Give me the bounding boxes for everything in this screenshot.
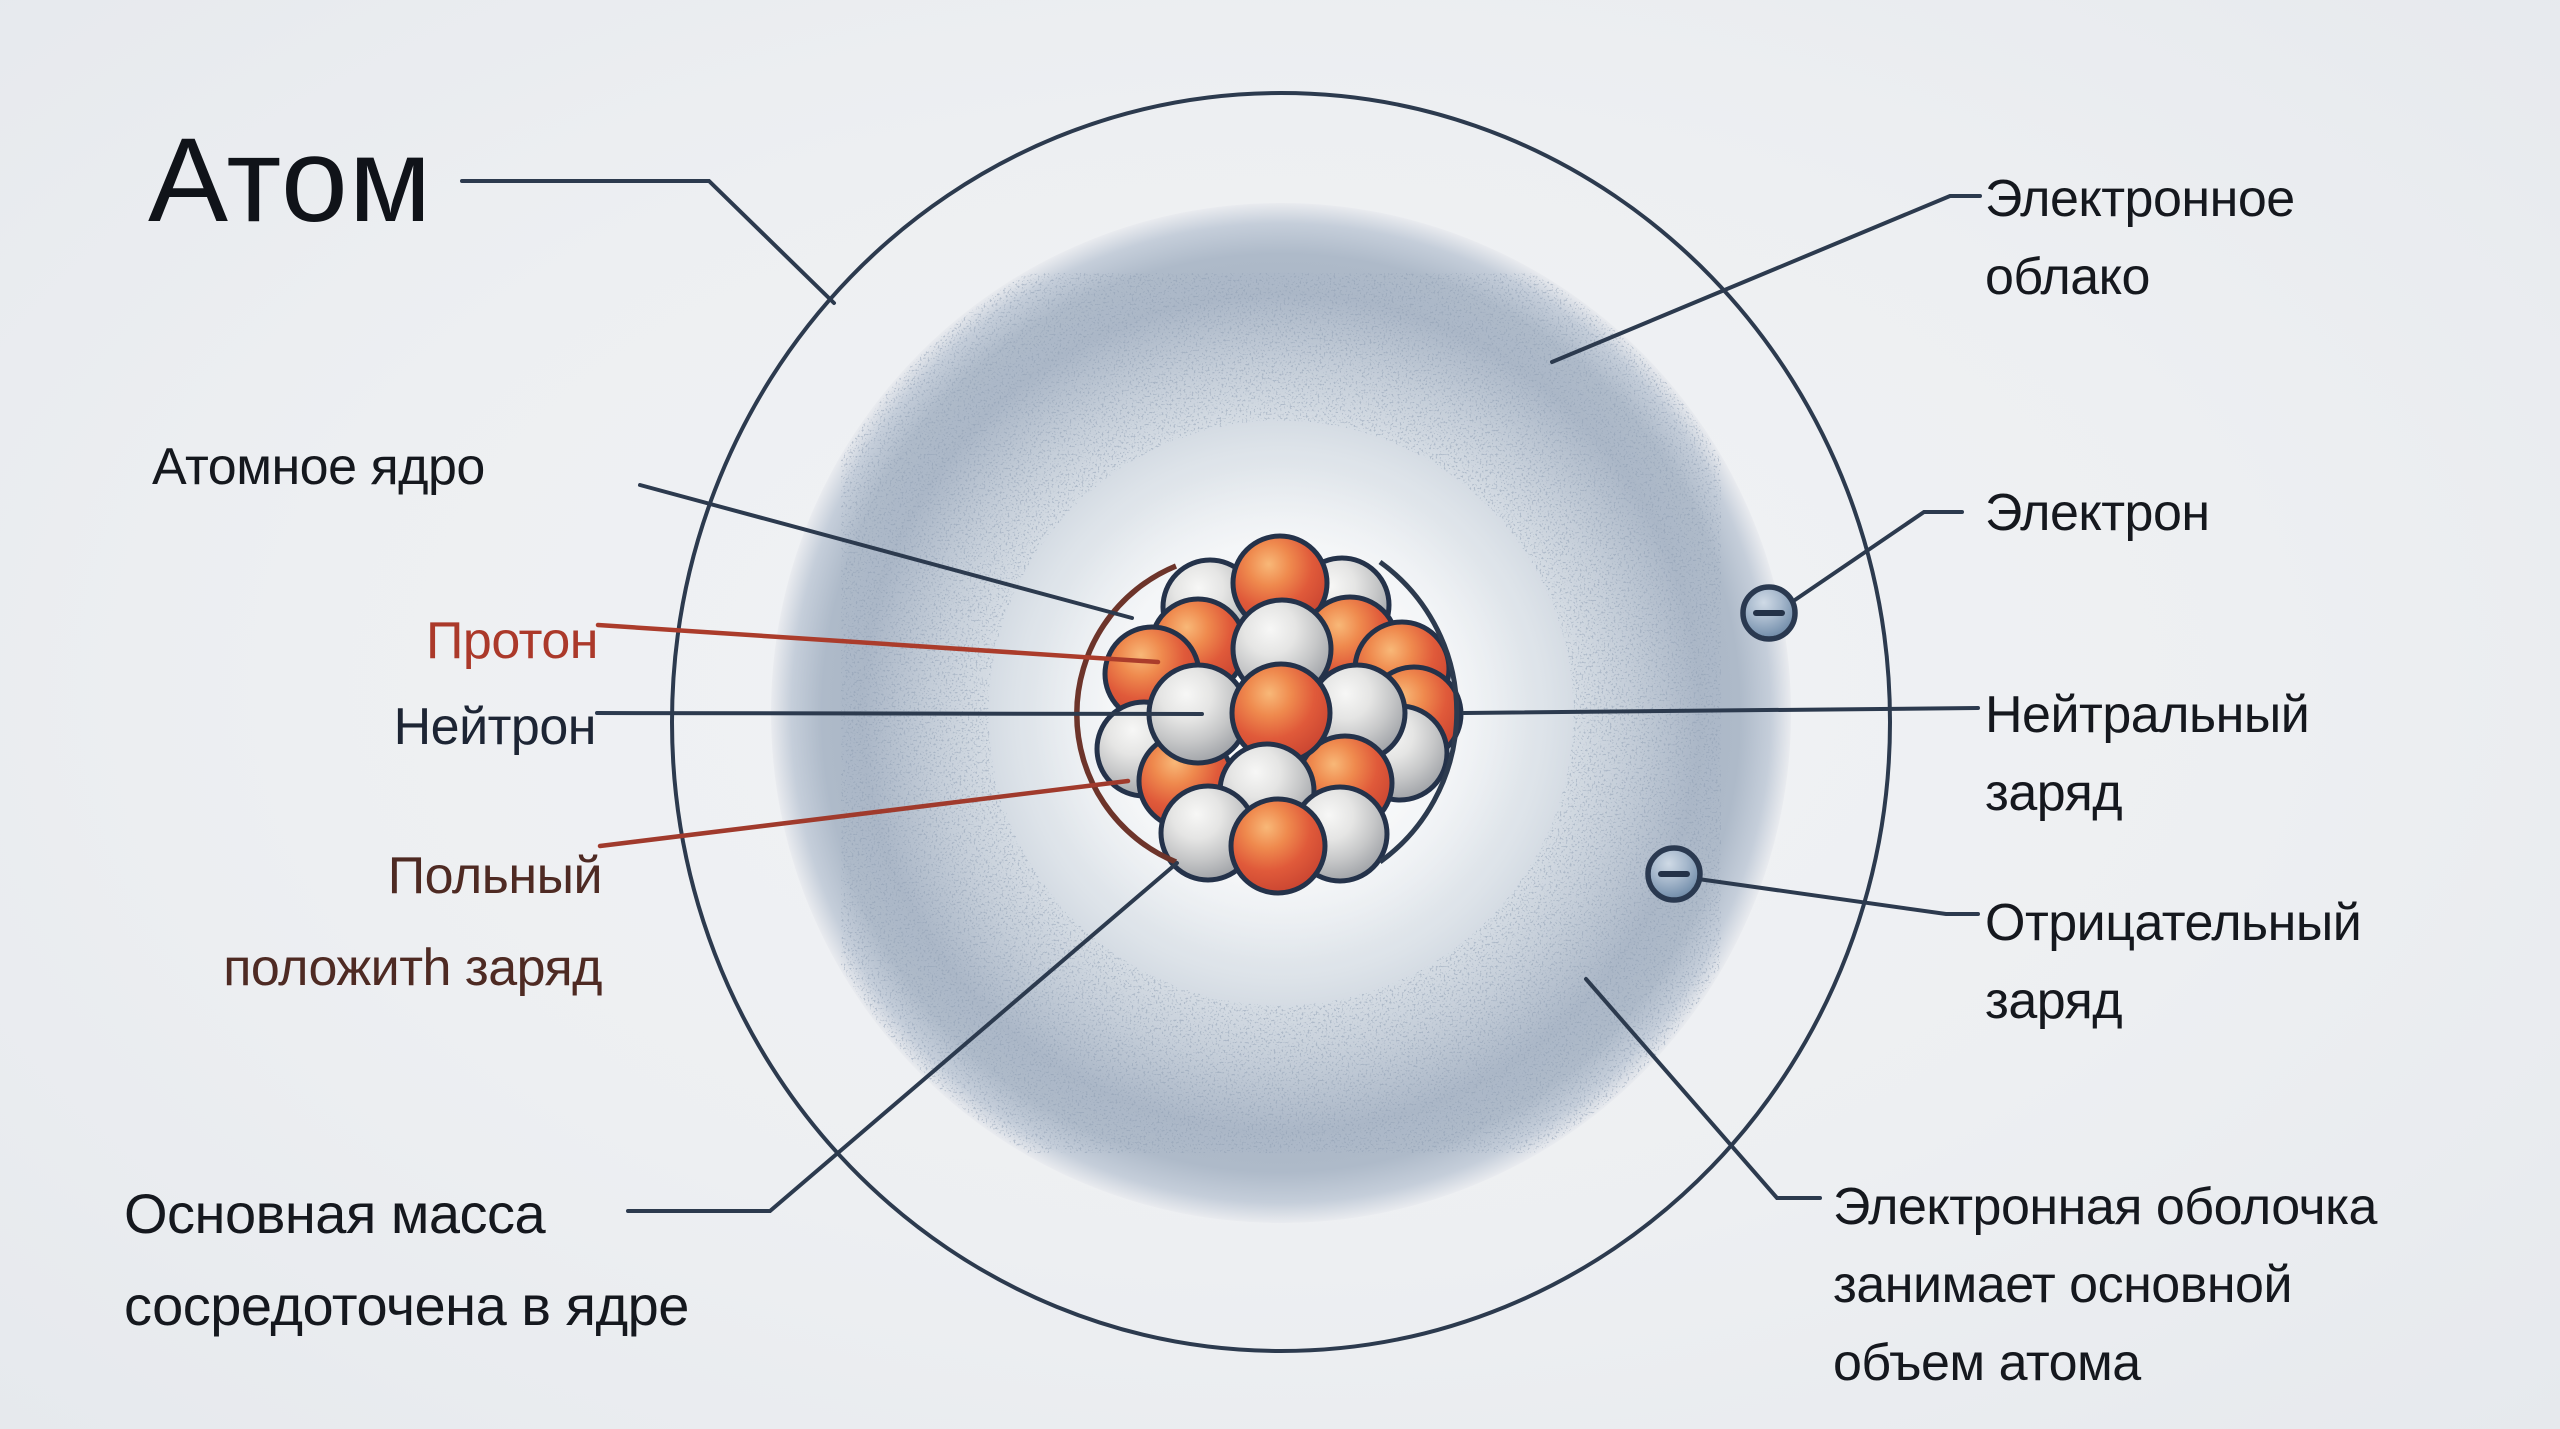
leader-line-negative-charge — [1696, 877, 1980, 916]
leader-line-electron — [1787, 510, 1964, 606]
atom-boundary-circle — [670, 91, 1892, 1353]
label-line: заряд — [1985, 972, 2123, 1030]
label-neutron: Нейтрон — [393, 688, 597, 766]
label-line: занимает основной — [1833, 1256, 2293, 1314]
leader-line-electron-shell — [1584, 977, 1822, 1200]
label-line: сосредоточена в ядре — [124, 1274, 689, 1337]
label-electron-cloud: Электронное облако — [1985, 160, 2295, 316]
label-electron-shell: Электронная оболочка занимает основной о… — [1833, 1168, 2377, 1402]
label-line: Польный — [387, 847, 603, 905]
leader-line-atomic-nucleus — [638, 483, 1134, 620]
label-line: Отрицательный — [1985, 894, 2362, 952]
label-negative-charge: Отрицательный заряд — [1985, 884, 2362, 1040]
label-line: Электронная оболочка — [1833, 1178, 2377, 1236]
nucleus-bracket-right — [1378, 559, 1460, 865]
label-line: Атомное ядро — [152, 438, 485, 496]
label-line: Электронное — [1985, 170, 2295, 228]
label-line: заряд — [1985, 764, 2123, 822]
electron-particle-top — [1740, 584, 1798, 642]
nucleus-cluster — [1094, 533, 1464, 896]
page-title: Атом — [148, 113, 433, 247]
label-line: Протон — [426, 612, 598, 670]
label-line: Основная масса — [124, 1182, 546, 1245]
leader-line-electron-cloud — [1550, 194, 1982, 364]
label-line: Электрон — [1985, 484, 2210, 542]
label-mass-note: Основная масса сосредоточена в ядре — [124, 1168, 689, 1352]
leader-line-mass-note — [626, 861, 1179, 1213]
label-neutral-charge: Нейтральный заряд — [1985, 676, 2310, 832]
minus-icon — [1753, 610, 1785, 616]
minus-icon — [1658, 871, 1690, 877]
proton-sphere — [1228, 796, 1328, 896]
label-line: Нейтрон — [393, 698, 597, 756]
label-proton: Протон — [426, 602, 598, 680]
label-line: Нейтральный — [1985, 686, 2310, 744]
leader-line-proton — [595, 622, 1161, 665]
label-atomic-nucleus: Атомное ядро — [152, 428, 485, 506]
leader-line-neutron — [595, 711, 1204, 716]
label-positive-charge: Польный положитһ заряд — [223, 830, 602, 1014]
label-electron: Электрон — [1985, 474, 2210, 552]
label-line: положитһ заряд — [223, 939, 602, 997]
leader-line-neutral-charge — [1462, 706, 1980, 715]
leader-line-positive-charge — [597, 778, 1131, 849]
label-line: облако — [1985, 248, 2150, 306]
electron-particle-bottom — [1645, 845, 1703, 903]
label-line: объем атома — [1833, 1334, 2141, 1392]
leader-line-atom-title — [460, 179, 836, 305]
